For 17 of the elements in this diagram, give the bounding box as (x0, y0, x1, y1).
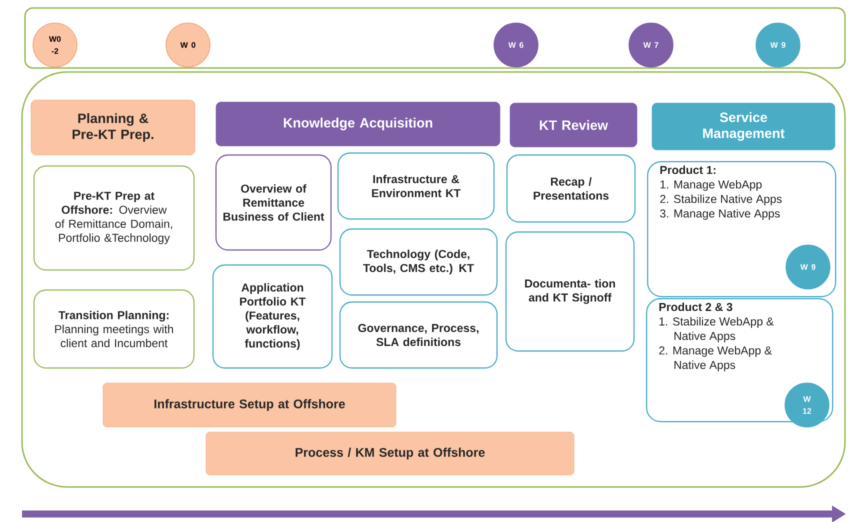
phase-panel (21, 71, 846, 488)
activity-box: Recap / Presentations (506, 154, 636, 223)
activity-box: Infrastructure & Environment KT (337, 152, 495, 220)
activity-box: Technology (Code, Tools, CMS etc.) KT (339, 228, 498, 296)
phase-header: Planning & Pre-KT Prep. (30, 100, 196, 156)
phase-header: Service Management (652, 102, 836, 150)
activity-box: Pre-KT Prep at Offshore: Overview of Remittance Domain, Portfolio &Technology (33, 165, 195, 271)
setup-bar: Process / KM Setup at Offshore (206, 432, 574, 476)
setup-bar: Infrastructure Setup at Offshore (102, 382, 396, 428)
activity-box: Transition Planning: Planning meetings with client and Incumbent (33, 289, 195, 369)
timeline-band (24, 7, 846, 69)
phase-header: KT Review (510, 102, 638, 148)
activity-box: Overview of Remittance Business of Client (215, 154, 332, 251)
phase-header: Knowledge Acquisition (216, 102, 500, 146)
activity-box: Application Portfolio KT (Features, workflow, functions) (212, 264, 333, 369)
activity-box: Governance, Process, SLA definitions (339, 301, 498, 369)
activity-box: Documenta- tion and KT Signoff (505, 231, 635, 352)
